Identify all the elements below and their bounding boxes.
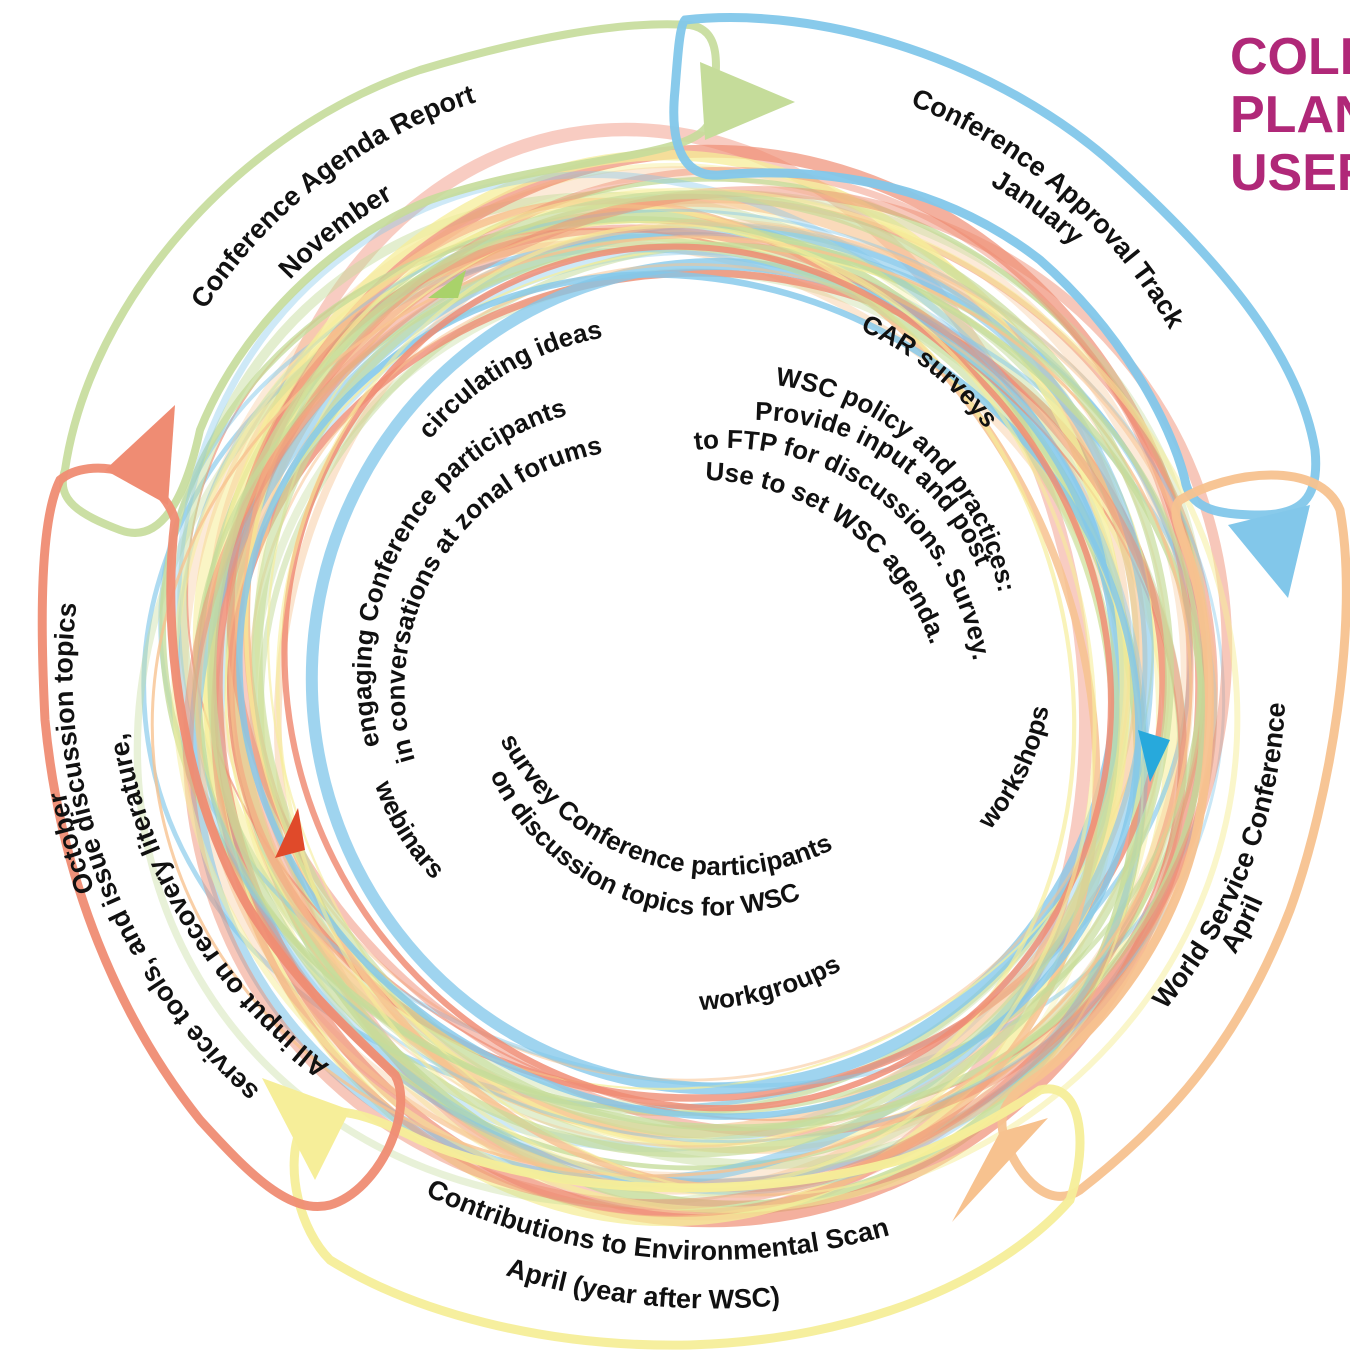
orange-arrow-icon	[952, 1118, 1048, 1222]
header-title: COLL PLAN USER	[1230, 28, 1350, 202]
yellow-arrow-icon	[262, 1078, 350, 1180]
activity-webinars: webinars	[369, 776, 451, 885]
activity-engaging-line2: in conversations at zonal forums	[380, 430, 604, 767]
small-green-arrow-icon	[428, 270, 466, 298]
small-blue-arrow-icon	[1138, 730, 1170, 782]
activity-workshops: workshops	[971, 703, 1055, 835]
activity-workgroups: workgroups	[697, 948, 845, 1016]
activity-workshops-text: workshops	[971, 703, 1055, 835]
small-red-arrow-icon	[275, 808, 305, 858]
activity-engaging-line2-text: in conversations at zonal forums	[380, 430, 604, 767]
swirl-ring	[251, 237, 1120, 1140]
header-line-2: PLAN	[1230, 86, 1350, 144]
swirl-ring	[236, 271, 1142, 1120]
swirl-ring	[281, 243, 1115, 1112]
environmental-scan-loop	[289, 1084, 1085, 1350]
header-line-1: COLL	[1230, 28, 1350, 86]
stage-loops	[37, 13, 1350, 1350]
blue-arrow-icon	[1228, 505, 1310, 598]
red-arrow-icon	[105, 405, 175, 505]
arrowheads	[105, 62, 1310, 1222]
swirl-ring	[226, 224, 1187, 1137]
swirl-ring	[150, 235, 1193, 1178]
october-input-loop	[37, 463, 406, 1211]
swirl-ring	[207, 190, 1174, 1158]
activity-workgroups-text: workgroups	[697, 948, 845, 1016]
header-line-3: USER	[1230, 144, 1350, 202]
green-arrow-icon	[700, 62, 795, 140]
conference-agenda-report-loop	[58, 20, 720, 537]
swirl-ring	[224, 247, 1154, 1090]
activity-webinars-text: webinars	[369, 776, 451, 885]
world-service-conference-loop	[997, 470, 1350, 1201]
